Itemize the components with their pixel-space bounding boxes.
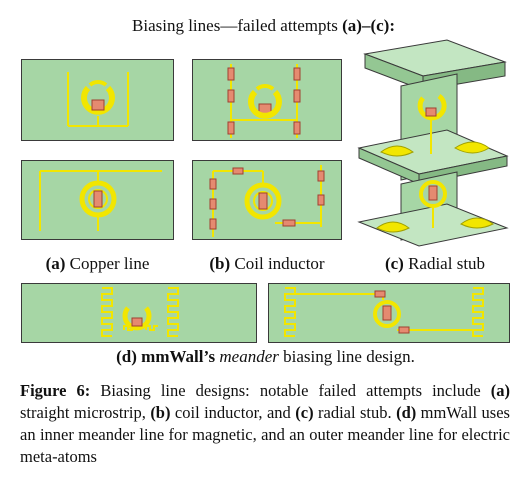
radial-stub-diagram [357, 39, 509, 247]
meander-line-diagram-right [284, 287, 484, 337]
panel-d-left [21, 283, 257, 343]
panel-a-bottom [21, 160, 174, 240]
label-b: (b) Coil inductor [209, 254, 325, 273]
copper-line-diagram-bottom [39, 170, 162, 231]
panel-b-top [192, 59, 342, 141]
meander-line-diagram-left [101, 287, 179, 337]
panel-c [357, 36, 509, 248]
coil-inductor-diagram-bottom [209, 165, 325, 237]
figure-title: Biasing lines—failed attempts (a)–(c): [132, 16, 395, 35]
panel-a-top [21, 59, 174, 141]
figure-caption: Figure 6: Biasing line designs: notable … [20, 381, 510, 466]
label-a: (a) Copper line [45, 254, 150, 273]
panel-b-bottom [192, 160, 342, 240]
coil-inductor-diagram-top [227, 64, 301, 138]
copper-line-diagram-top [67, 72, 129, 127]
label-c: (c) Radial stub [384, 254, 486, 273]
label-d: (d) mmWall’s meander biasing line design… [116, 347, 415, 366]
panel-d-right [268, 283, 510, 343]
